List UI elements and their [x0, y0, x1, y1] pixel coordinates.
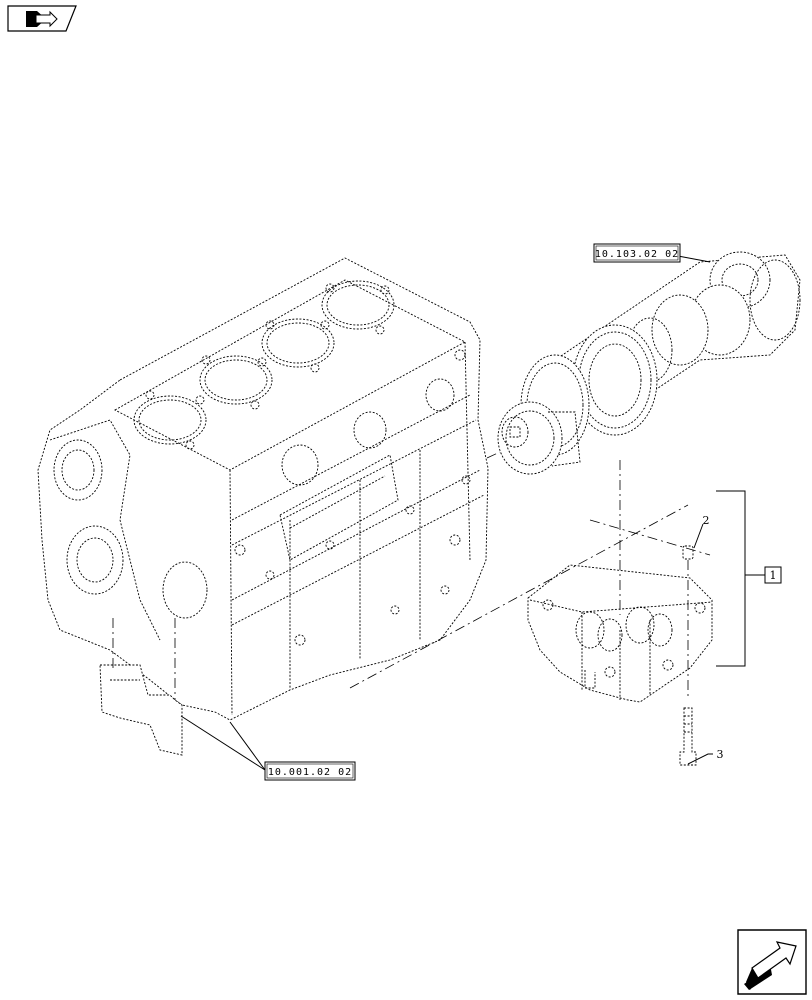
screw-part [679, 707, 697, 766]
next-page-arrow-icon[interactable] [737, 929, 807, 995]
engine-block [37, 257, 489, 756]
ref-box-block[interactable]: 10.001.02 02 [264, 761, 356, 781]
callout-label-1: 1 [770, 569, 777, 582]
ref-label-block: 10.001.02 02 [268, 767, 352, 778]
callout-3: 3 [717, 748, 724, 761]
ref-box-crankshaft[interactable]: 10.103.02 02 [593, 243, 681, 263]
balancer-housing [527, 564, 713, 703]
book-arrow-icon[interactable] [7, 5, 77, 32]
plug-part [682, 545, 694, 560]
assembly-centerlines [112, 451, 711, 700]
leader-lines [180, 255, 765, 771]
crankshaft [497, 251, 801, 475]
callout-1[interactable]: 1 [764, 566, 782, 584]
callout-2: 2 [703, 514, 710, 527]
ref-label-crankshaft: 10.103.02 02 [595, 249, 679, 260]
